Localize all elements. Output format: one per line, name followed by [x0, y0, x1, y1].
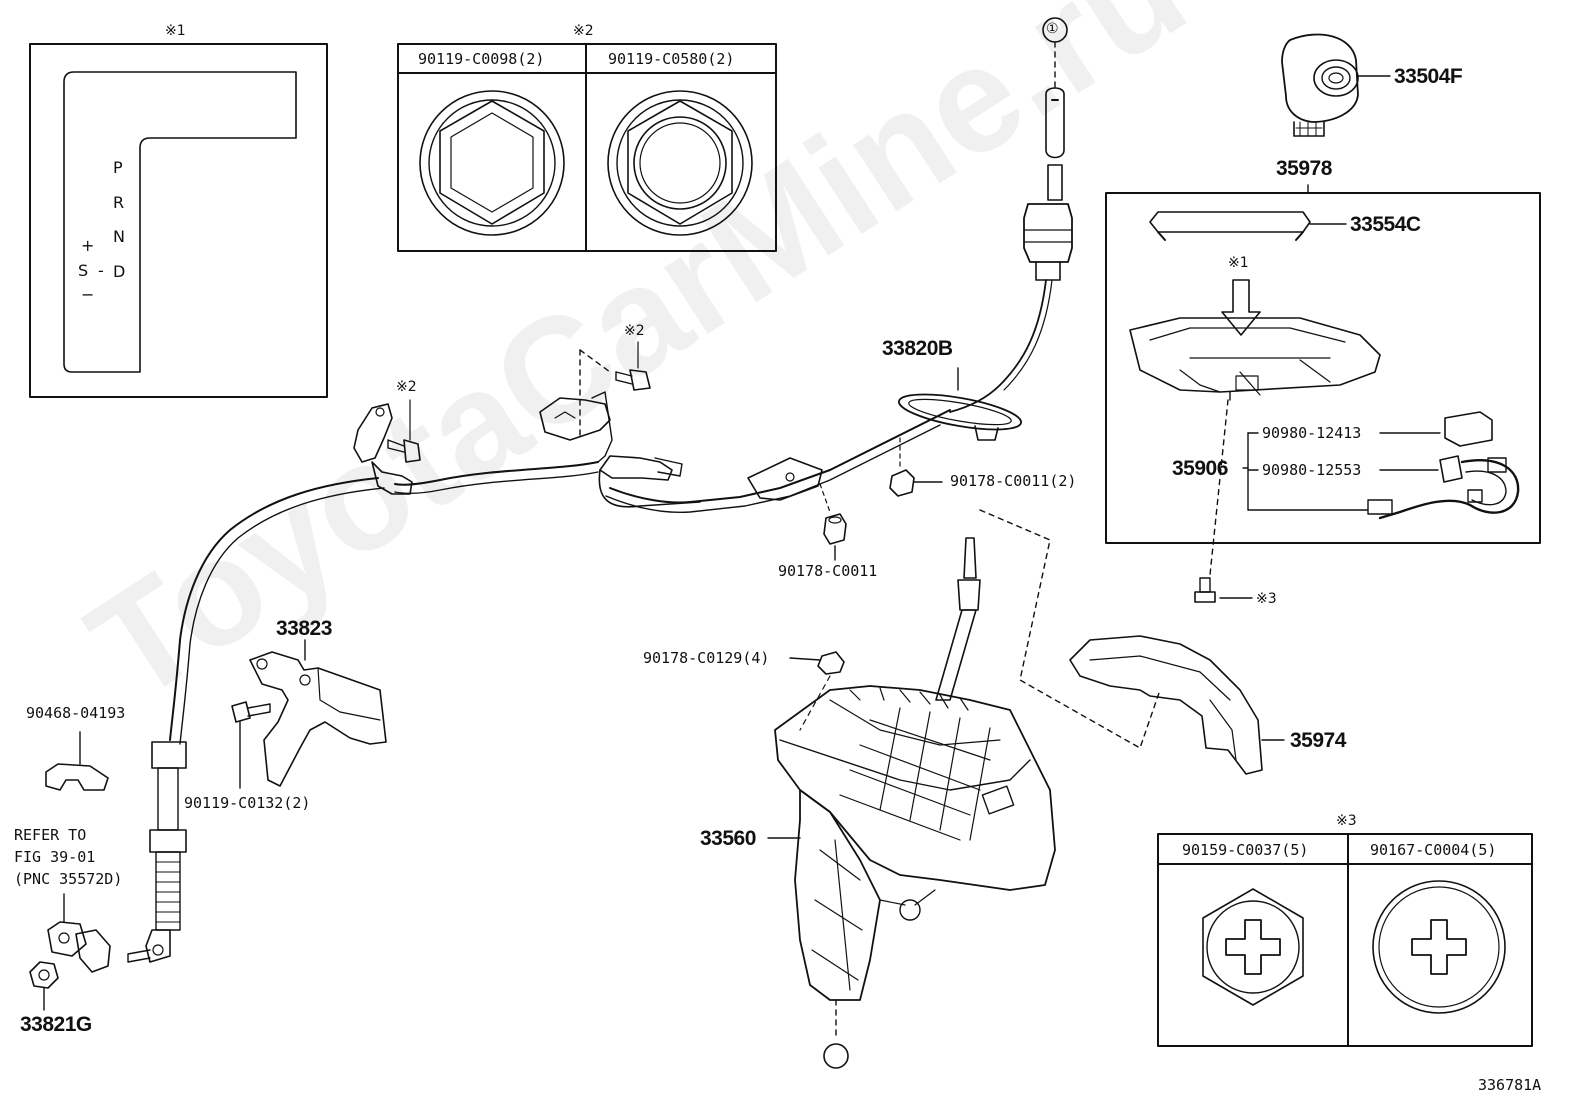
refer-line-3: (PNC 35572D) — [14, 870, 123, 888]
indicator-cover-35974 — [1069, 635, 1285, 775]
bolt-table-3-col2: 90167-C0004(5) — [1370, 841, 1497, 859]
clip-90468 — [45, 731, 109, 791]
part-90980-12553: 90980-12553 — [1262, 461, 1362, 479]
part-33504f: 33504F — [1394, 65, 1463, 88]
note-2-label: ※2 — [573, 23, 594, 39]
upper-cable — [949, 17, 1073, 413]
kit-35978-box — [1105, 192, 1541, 544]
circle-ref-top: ① — [1046, 21, 1059, 37]
nut-33821g — [29, 961, 59, 1011]
shift-gate-panel — [29, 43, 328, 398]
part-90980-12413: 90980-12413 — [1262, 424, 1362, 442]
bolt-table-2-col2: 90119-C0580(2) — [608, 50, 735, 68]
nut-90178-c0129 — [789, 651, 845, 731]
note-1-label: ※1 — [165, 23, 186, 39]
gate-d: D — [113, 262, 126, 281]
nut-90178-c0011 — [819, 483, 847, 561]
part-35974: 35974 — [1290, 729, 1346, 752]
part-90178-c0011: 90178-C0011 — [778, 562, 878, 580]
part-35978: 35978 — [1276, 157, 1332, 180]
bracket-33823 — [249, 639, 387, 787]
part-33821g: 33821G — [20, 1013, 92, 1036]
note-1-arrow-label: ※1 — [1228, 255, 1249, 271]
bolt-90119-c0132 — [231, 701, 271, 789]
note-2-right-label: ※2 — [624, 323, 645, 339]
refer-line-1: REFER TO — [14, 826, 87, 844]
gate-r: R — [113, 193, 125, 212]
screw-note3 — [1194, 577, 1253, 603]
gate-n: N — [113, 227, 125, 246]
bolt-table-3-col1: 90159-C0037(5) — [1182, 841, 1309, 859]
note-3-screw-label: ※3 — [1256, 591, 1277, 607]
part-90178-c0129: 90178-C0129(4) — [643, 649, 770, 667]
part-33560: 33560 — [700, 827, 756, 850]
note-2-left-label: ※2 — [396, 379, 417, 395]
shift-knob — [1281, 33, 1391, 137]
note-3-label: ※3 — [1336, 813, 1357, 829]
figure-id: 336781A — [1478, 1076, 1542, 1094]
dashed-leader-35974 — [979, 509, 1161, 749]
part-33554c: 33554C — [1350, 213, 1421, 236]
retainer-bracket — [47, 893, 111, 973]
part-90468-04193: 90468-04193 — [26, 704, 126, 722]
gate-plus: + — [81, 236, 95, 255]
bolt-table-2-col1: 90119-C0098(2) — [418, 50, 545, 68]
bolt-note2-left — [387, 399, 421, 463]
part-90119-c0132: 90119-C0132(2) — [184, 794, 311, 812]
part-90178-c0011-2: 90178-C0011(2) — [950, 472, 1077, 490]
gate-p: P — [113, 158, 123, 177]
gate-dash: - — [98, 261, 104, 280]
dashed-leader — [1209, 399, 1229, 576]
bolt-table-2 — [397, 43, 777, 252]
gate-minus: − — [81, 285, 95, 304]
shift-lever-assembly — [767, 537, 1056, 1069]
bolt-table-3 — [1157, 833, 1533, 1047]
nut-90178-c0011-2 — [889, 437, 943, 497]
shift-cable — [127, 349, 951, 963]
part-35906: 35906 — [1172, 457, 1228, 480]
grommet-33820b — [897, 367, 1023, 441]
bolt-note2-right — [615, 341, 651, 391]
part-33820b: 33820B — [882, 337, 953, 360]
gate-s: S — [78, 261, 89, 280]
refer-line-2: FIG 39-01 — [14, 848, 96, 866]
part-33823: 33823 — [276, 617, 332, 640]
